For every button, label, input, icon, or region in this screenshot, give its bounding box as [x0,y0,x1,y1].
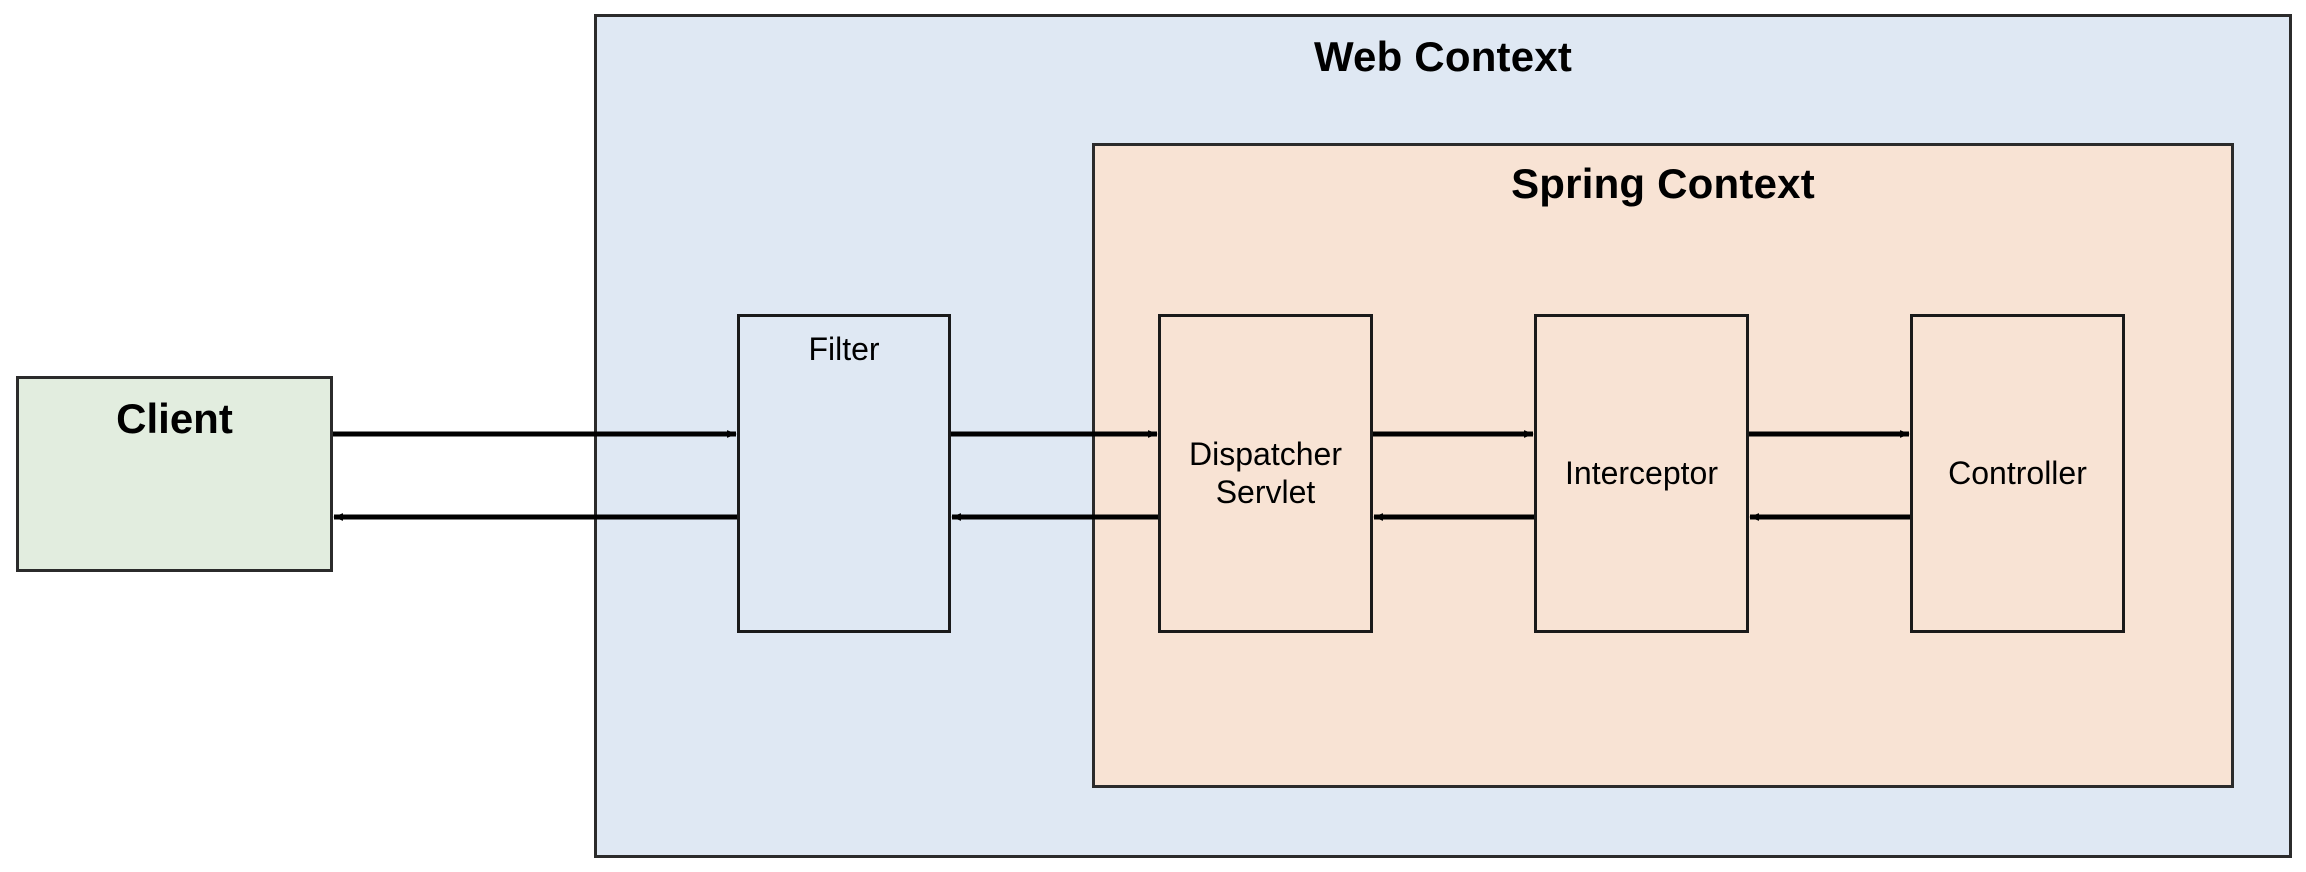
web-context-title: Web Context [1313,33,1573,80]
filter-node[interactable]: Filter [737,314,951,633]
spring-context-title: Spring Context [1511,160,1815,207]
interceptor-node[interactable]: Interceptor [1534,314,1749,633]
client-node[interactable]: Client [16,376,333,572]
dispatcher-servlet-node-label: Dispatcher Servlet [1189,436,1342,510]
controller-node[interactable]: Controller [1910,314,2125,633]
client-node-label: Client [116,395,233,442]
controller-node-label: Controller [1948,454,2087,491]
dispatcher-servlet-node[interactable]: Dispatcher Servlet [1158,314,1373,633]
interceptor-node-label: Interceptor [1565,454,1718,491]
filter-node-label: Filter [808,331,880,367]
